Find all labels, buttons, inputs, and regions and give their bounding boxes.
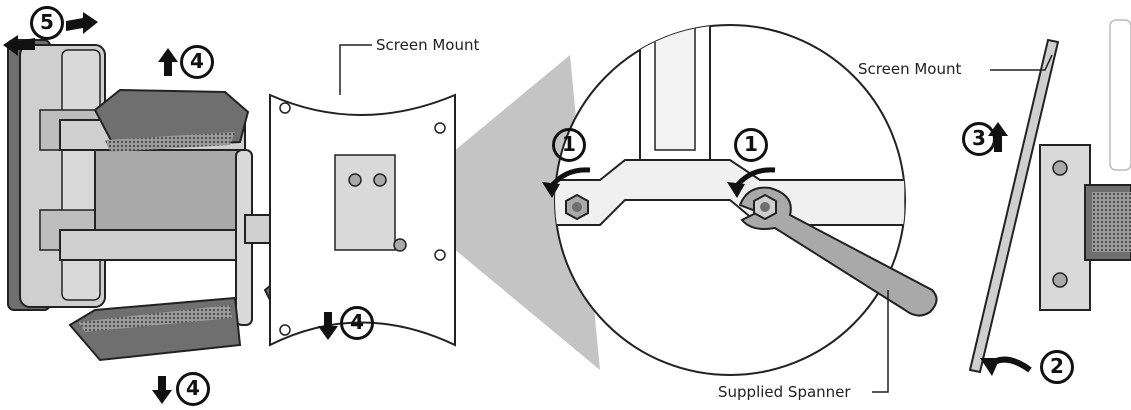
step-1-right-marker: 1 bbox=[734, 128, 768, 162]
zoom-wedge bbox=[395, 55, 600, 370]
screen-mount-label: Screen Mount bbox=[376, 36, 480, 54]
step-4-middle-marker: 4 bbox=[340, 306, 374, 340]
magnified-detail bbox=[542, 24, 938, 376]
step-4-number-top: 4 bbox=[180, 45, 214, 79]
direction-arrows bbox=[3, 12, 1008, 404]
step-3-number: 3 bbox=[962, 122, 996, 156]
step-4-bottom-marker: 4 bbox=[176, 372, 210, 406]
step-3-marker: 3 bbox=[962, 122, 996, 156]
spanner bbox=[738, 186, 938, 317]
step-5-number: 5 bbox=[30, 6, 64, 40]
step-4-number-bottom: 4 bbox=[176, 372, 210, 406]
supplied-spanner-label: Supplied Spanner bbox=[718, 383, 851, 401]
step-2-marker: 2 bbox=[1040, 350, 1074, 384]
side-view bbox=[968, 19, 1131, 376]
step-4-number-middle: 4 bbox=[340, 306, 374, 340]
side-screen-mount-label: Screen Mount bbox=[858, 60, 962, 78]
step-4-top-marker: 4 bbox=[180, 45, 214, 79]
screen-mount-leader bbox=[339, 44, 372, 95]
step-5-marker: 5 bbox=[30, 6, 64, 40]
step-1-left-marker: 1 bbox=[552, 128, 586, 162]
step-1-number-right: 1 bbox=[734, 128, 768, 162]
side-mount-leader bbox=[990, 54, 1053, 71]
screen-mount-plate bbox=[269, 93, 456, 347]
wall-plate bbox=[7, 39, 106, 311]
step-2-number: 2 bbox=[1040, 350, 1074, 384]
spanner-leader bbox=[872, 290, 889, 393]
step-1-number-left: 1 bbox=[552, 128, 586, 162]
